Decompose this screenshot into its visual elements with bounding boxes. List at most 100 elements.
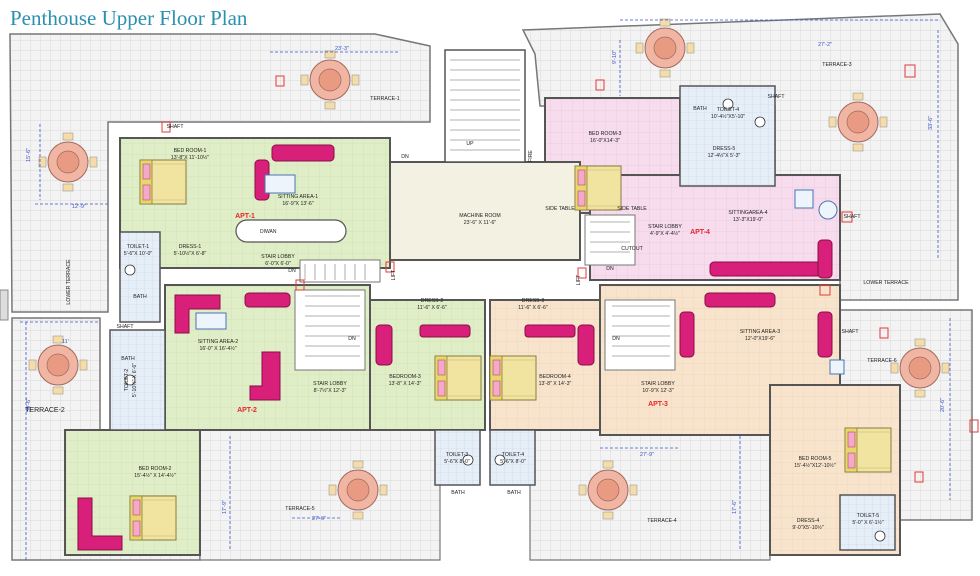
bed-icon — [489, 355, 537, 401]
room-dim: 15'-4½" X 14'-4½" — [134, 472, 176, 479]
room-name: SITTING AREA-2 — [198, 339, 238, 345]
room-name: STAIR LOBBY — [313, 381, 347, 387]
dim-label: 23'-3" — [335, 46, 349, 52]
dim-label: 20'-6" — [940, 398, 946, 412]
dim-label: 27'-2" — [818, 42, 832, 48]
side-table-label: SIDE TABLE — [617, 206, 647, 212]
room-name: DRESS-1 — [179, 244, 202, 250]
diwan-label: DIWAN — [260, 229, 277, 235]
bed-icon — [434, 355, 482, 401]
room-name: TOILET-4 — [717, 107, 740, 113]
room-dim: 11'-6" X 6'-6" — [518, 305, 548, 311]
lift-label: LIFT — [391, 269, 397, 280]
bath-label: BATH — [451, 490, 465, 496]
coffee-tables — [195, 174, 845, 375]
room-labels: TERRACE-1 TERRACE-2 TERRACE-3 TERRACE-4 … — [25, 62, 909, 531]
dim-label: 17'-6" — [732, 500, 738, 514]
room-dim: 12'-0"X19'-6" — [745, 336, 775, 342]
dim-label: 27'-6" — [312, 516, 326, 522]
room-name: DRESS-4 — [797, 518, 820, 524]
room-name: STAIR LOBBY — [641, 381, 675, 387]
lift-label: LIFT — [576, 274, 582, 285]
apt-label: APT-1 — [235, 213, 255, 220]
dim-label: 12'-9" — [72, 204, 86, 210]
room-name: SITTINGAREA-4 — [728, 210, 767, 216]
shaft-label: SHAFT — [116, 324, 134, 330]
dim-label: 30'-6" — [26, 398, 32, 412]
side-table-label: SIDE TABLE — [545, 206, 575, 212]
room-name: BEDROOM-3 — [389, 374, 421, 380]
room-dim: 5'-6"X 8'-0" — [500, 459, 526, 465]
bath-label: BATH — [693, 106, 707, 112]
apartment-labels: APT-1 APT-2 APT-3 APT-4 — [235, 213, 710, 414]
room-dim: 10'-4½"X5'-10" — [711, 113, 745, 120]
room-dim: 13'-8" X 14'-3" — [539, 381, 572, 387]
terrace-label: TERRACE-6 — [867, 358, 897, 364]
apt-label: APT-4 — [690, 229, 710, 236]
room-name: DRESS-5 — [713, 146, 736, 152]
toilet-fixtures — [124, 98, 886, 542]
room-dim: 13'-8" X 14'-3" — [389, 381, 422, 387]
shaft-label: SHAFT — [767, 94, 785, 100]
bed-icon — [574, 165, 622, 211]
room-dim: 16'-9"X 13'-6" — [282, 201, 313, 207]
stair-label: DN — [288, 268, 296, 274]
stair-label: DN — [348, 336, 356, 342]
room-dim: 13'-8"X 11'-10½" — [171, 154, 209, 161]
room-name: BED ROOM-1 — [174, 148, 207, 154]
room-name: MACHINE ROOM — [459, 213, 501, 219]
room-dim: 23'-6" X 11'-6" — [464, 220, 497, 226]
room-dim: 15'-4½"X12'-10½" — [794, 462, 836, 469]
dimension-lines — [20, 19, 951, 560]
dim-label: 15'-6" — [26, 148, 32, 162]
room-name: STAIR LOBBY — [261, 254, 295, 260]
stair-label: DN — [401, 154, 409, 160]
room-name: DRESS-3 — [522, 298, 545, 304]
terrace-label: TERRACE-5 — [285, 506, 315, 512]
terrace-label: LOWER TERRACE — [66, 259, 72, 305]
room-name: BED ROOM-2 — [139, 466, 172, 472]
terrace-label: LOWER TERRACE — [863, 280, 909, 286]
dim-label: 11' — [62, 339, 69, 345]
apt-label: APT-2 — [237, 407, 257, 414]
room-name: BED ROOM-3 — [589, 131, 622, 137]
bath-label: BATH — [121, 356, 135, 362]
stair-label: DN — [612, 336, 620, 342]
room-dim: 5'-10½"X 6'-8" — [174, 250, 207, 257]
bed-icon — [129, 495, 177, 541]
shaft-label: SHAFT — [841, 329, 859, 335]
page-title: Penthouse Upper Floor Plan — [10, 6, 248, 30]
stair-label: DN — [606, 266, 614, 272]
room-dim: 5'-6"X 8'-0" — [444, 459, 470, 465]
room-dim: 12'-4½"X 5'-3" — [708, 152, 741, 159]
room-dim: 5'-10½" X 6'-6" — [131, 363, 138, 397]
shaft-label: SHAFT — [166, 124, 184, 130]
terrace-label: TERRACE-1 — [370, 96, 400, 102]
room-name: SITTING AREA-1 — [278, 194, 318, 200]
diwan: DIWAN — [235, 219, 347, 243]
room-name: TOILET-1 — [127, 244, 150, 250]
room-name: DRESS-2 — [421, 298, 444, 304]
room-dim: 16'-0"X14'-3" — [590, 138, 620, 144]
room-name: TOILET-5 — [857, 513, 880, 519]
red-markers — [161, 64, 979, 483]
bath-label: BATH — [133, 294, 147, 300]
room-dim: 5'-0" X 6'-1½" — [852, 519, 883, 526]
stair-treads — [304, 59, 670, 357]
service-core — [294, 49, 896, 551]
room-name: TOILET-2 — [124, 369, 130, 392]
bed-icon — [844, 427, 892, 473]
apt-label: APT-3 — [648, 401, 668, 408]
room-dim: 6'-0"X 6'-0" — [265, 261, 291, 267]
stair-label: UP — [466, 141, 474, 147]
room-dim: 16'-0" X 16'-4½" — [199, 345, 236, 352]
room-dim: 10'-9"X 12'-3" — [642, 388, 673, 394]
room-name: BEDROOM-4 — [539, 374, 571, 380]
bed-icon — [139, 159, 187, 205]
bath-label: BATH — [507, 490, 521, 496]
terrace-label: TERRACE-2 — [25, 407, 65, 414]
room-dim: 9'-0"X5'-10½" — [792, 524, 823, 531]
room-name: BED ROOM-5 — [799, 456, 832, 462]
fire-label: FIRE — [528, 150, 534, 162]
